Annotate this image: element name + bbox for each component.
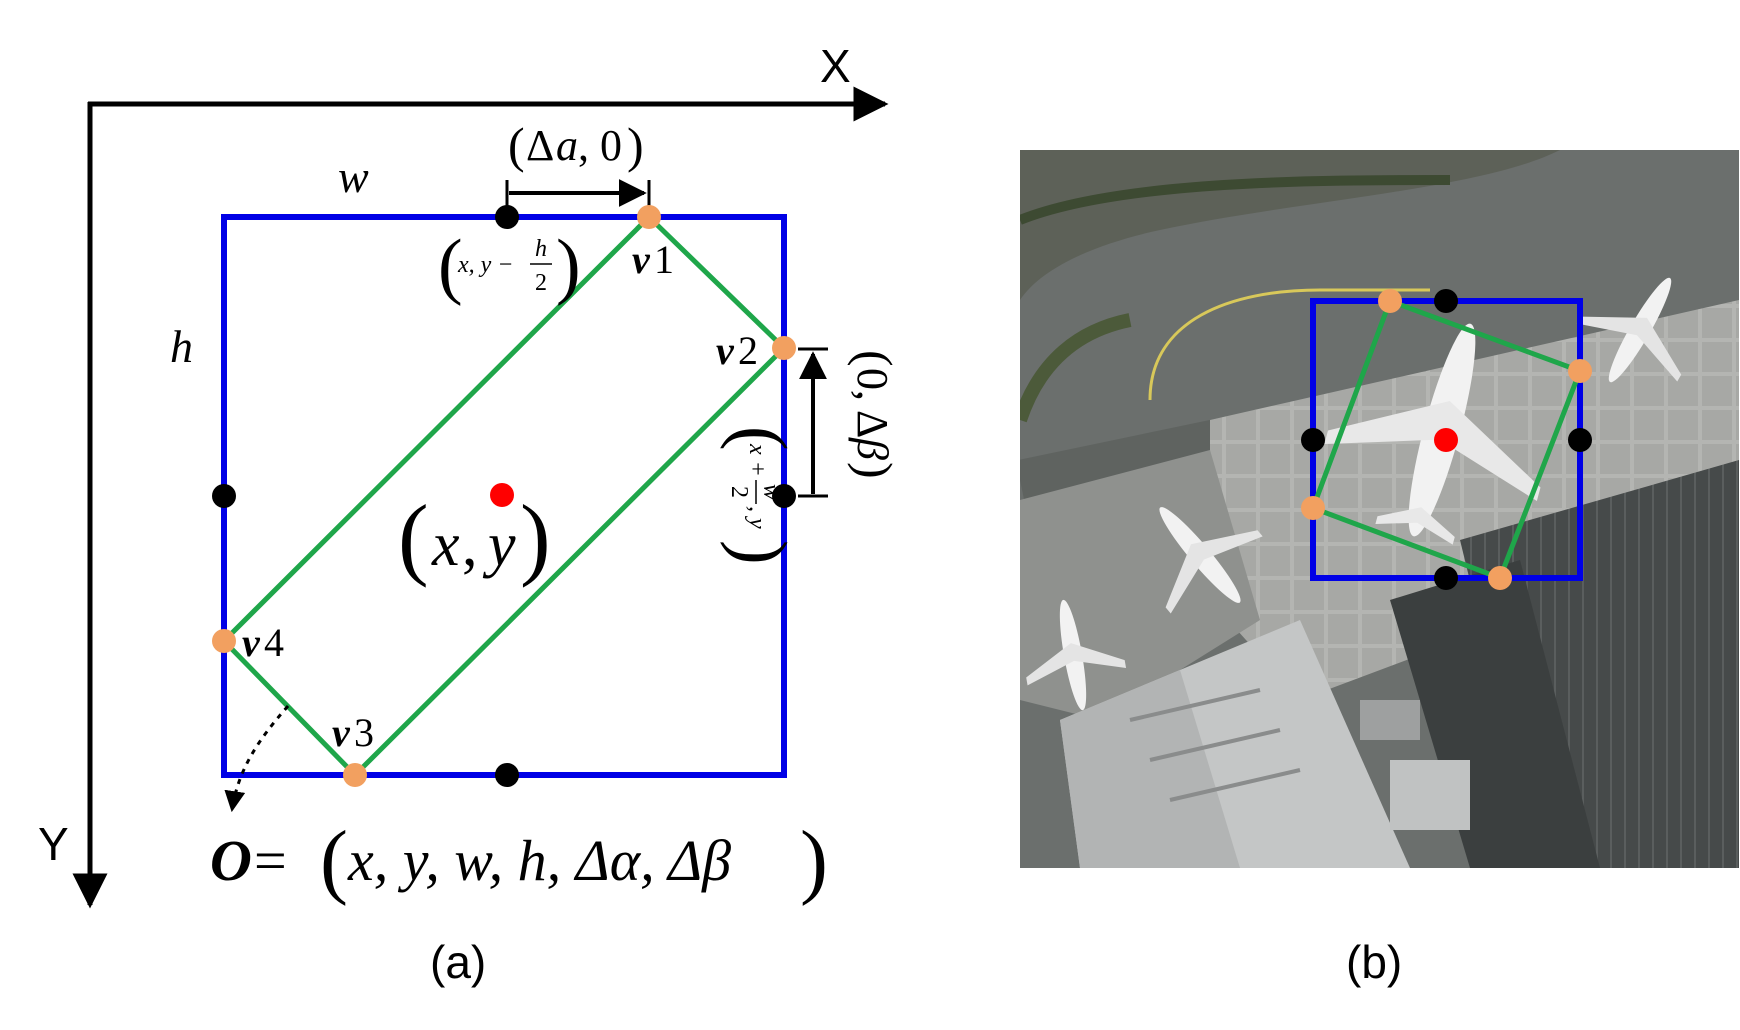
svg-text:3: 3	[354, 710, 374, 755]
vertex-v1	[637, 205, 661, 229]
vertex-label-v3: v 3	[332, 710, 374, 755]
svg-text:2: 2	[738, 328, 758, 373]
svg-text:): )	[627, 117, 644, 173]
photo-midpoint-top	[1434, 289, 1458, 313]
svg-text:(: (	[719, 426, 801, 451]
origin-pointer-arrow	[224, 705, 290, 813]
svg-text:4: 4	[264, 620, 284, 665]
caption-a: (a)	[430, 936, 486, 988]
midpoint-right	[772, 484, 796, 508]
midpoint-left	[212, 484, 236, 508]
svg-text:v: v	[332, 710, 351, 755]
svg-text:): )	[520, 486, 551, 588]
svg-text:2: 2	[535, 270, 547, 296]
alpha-offset-label: ( Δ a , 0 )	[508, 117, 644, 173]
svg-text:x, y −: x, y −	[457, 252, 514, 278]
caption-b: (b)	[1346, 936, 1402, 988]
photo-midpoint-right	[1568, 428, 1592, 452]
svg-text:1: 1	[654, 237, 674, 282]
vertex-label-v2: v 2	[716, 328, 758, 373]
svg-text:2: 2	[726, 486, 752, 498]
svg-text:Δ: Δ	[848, 410, 897, 438]
svg-text:(: (	[438, 225, 463, 307]
svg-text:a: a	[556, 121, 578, 170]
svg-text:x: x	[431, 511, 460, 579]
vertex-v2	[772, 336, 796, 360]
photo-vertex-v4	[1301, 496, 1325, 520]
photo-midpoint-left	[1301, 428, 1325, 452]
photo-vertex-v3	[1488, 566, 1512, 590]
svg-text:(: (	[847, 350, 903, 367]
midpoint-top-label: ( x, y − h 2 )	[438, 225, 581, 307]
svg-text:(: (	[508, 117, 525, 173]
midpoint-top	[495, 205, 519, 229]
svg-text:, 0: , 0	[578, 121, 622, 170]
midpoint-right-label: ( x + w 2 , y )	[719, 426, 801, 565]
airplane-top-right	[1576, 277, 1682, 383]
beta-offset-label: ( 0, Δ β )	[847, 350, 903, 479]
svg-text:): )	[800, 814, 828, 907]
x-axis-label: X	[820, 40, 851, 92]
width-label: w	[338, 151, 369, 202]
height-label: h	[170, 321, 193, 372]
photo-center-point	[1434, 428, 1458, 452]
svg-text:(: (	[398, 486, 429, 588]
photo-vertex-v1	[1378, 289, 1402, 313]
svg-text:Δ: Δ	[526, 121, 554, 170]
svg-text:): )	[719, 540, 801, 565]
airplane-middle-left	[1159, 507, 1263, 614]
svg-text:v: v	[632, 237, 651, 282]
panel-b: (b)	[1020, 150, 1739, 988]
svg-text:(: (	[320, 814, 348, 907]
midpoint-bottom	[495, 763, 519, 787]
svg-text:x, y, w, h, Δα, Δβ: x, y, w, h, Δα, Δβ	[347, 828, 731, 893]
svg-text:,: ,	[462, 511, 478, 579]
coordinate-axes: X Y	[38, 40, 889, 909]
representation-formula: O = ( x, y, w, h, Δα, Δβ )	[210, 814, 828, 907]
vertex-v3	[343, 763, 367, 787]
vertex-v4	[212, 629, 236, 653]
svg-text:=: =	[254, 828, 287, 893]
svg-text:h: h	[535, 236, 547, 262]
photo-vertex-v2	[1568, 359, 1592, 383]
y-axis-label: Y	[38, 818, 69, 870]
svg-text:): )	[556, 225, 581, 307]
center-label: ( x , y )	[398, 486, 551, 588]
svg-text:0,: 0,	[848, 368, 897, 401]
vertex-label-v4: v 4	[242, 620, 284, 665]
svg-text:): )	[847, 462, 903, 479]
photo-midpoint-bottom	[1434, 566, 1458, 590]
svg-text:y: y	[482, 511, 516, 579]
svg-text:v: v	[716, 328, 735, 373]
center-point	[490, 483, 514, 507]
svg-text:, y: , y	[744, 506, 770, 529]
aerial-photo	[1020, 150, 1739, 868]
panel-a: X Y w h ( x , y ) ( Δ a ,	[38, 40, 903, 988]
svg-text:O: O	[210, 828, 252, 893]
svg-text:v: v	[242, 620, 261, 665]
airplane-bottom-left	[1026, 599, 1127, 711]
vertex-label-v1: v 1	[632, 237, 674, 282]
svg-text:x +: x +	[744, 443, 770, 477]
svg-text:w: w	[758, 484, 784, 500]
svg-text:β: β	[848, 437, 897, 460]
